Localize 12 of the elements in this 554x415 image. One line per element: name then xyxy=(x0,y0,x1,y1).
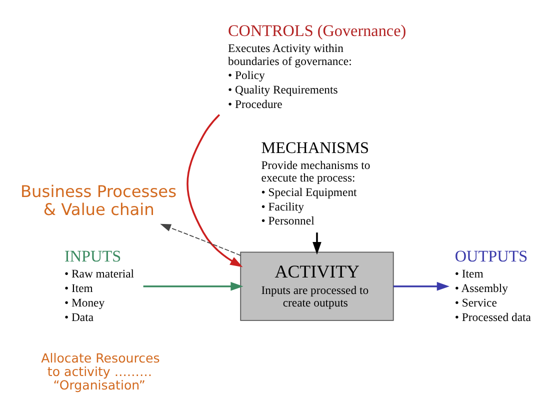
node-text: Business Processes & Value chain xyxy=(20,182,177,219)
node-box: ACTIVITY Inputs are processed to create outputs xyxy=(240,252,394,321)
arrow xyxy=(160,224,241,256)
node-text: MECHANISMS Provide mechanisms to execute the process: • Special Equipment • Facility • Personnel xyxy=(261,140,370,228)
label: Allocate Resources to activity ……… “Organisation” xyxy=(41,350,160,392)
node-text: INPUTS • Raw material • Item • Money • Data xyxy=(64,248,134,324)
arrow xyxy=(186,114,243,268)
arrow xyxy=(312,232,322,255)
node-text: CONTROLS (Governance) Executes Activity within boundaries of governance: • Policy • Quality Requirements • Procedure xyxy=(228,23,406,111)
arrow xyxy=(393,282,450,291)
arrow xyxy=(143,282,244,291)
node-text: OUTPUTS • Item • Assembly • Service • Processed data xyxy=(454,248,531,324)
